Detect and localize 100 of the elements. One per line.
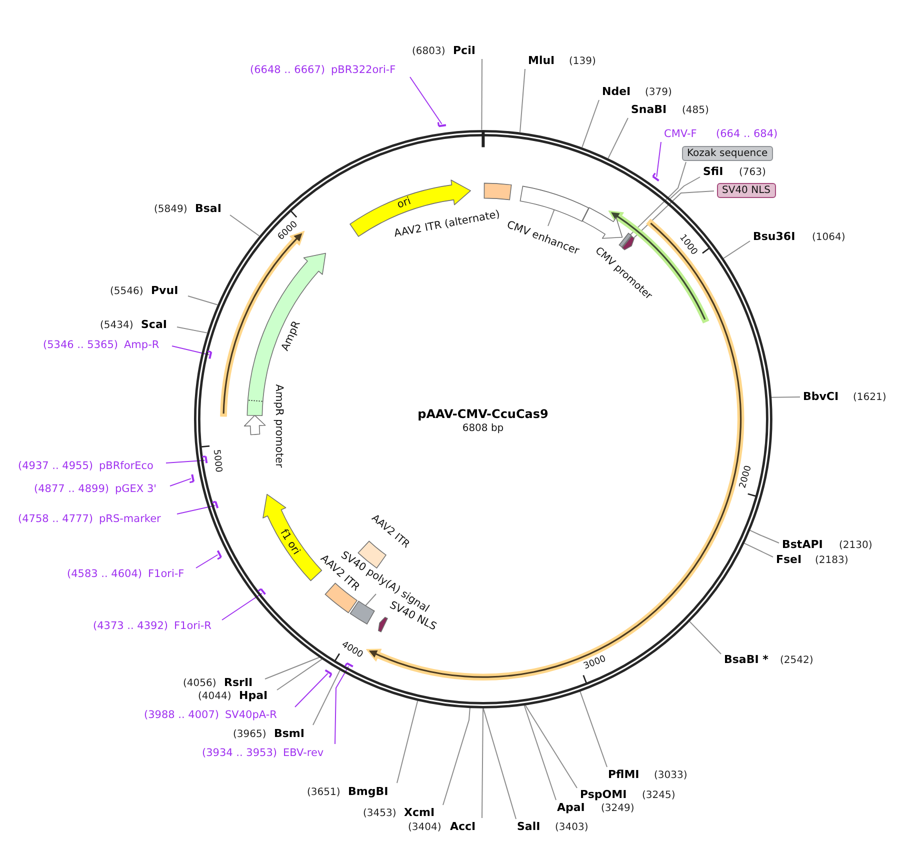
- leader-line: [656, 142, 662, 178]
- leader-line: [176, 326, 208, 334]
- leader-line: [442, 707, 470, 806]
- leader-line: [482, 708, 516, 820]
- enzyme-name: BmgBI: [348, 785, 388, 799]
- leader-line: [170, 478, 192, 486]
- leader-line: [744, 542, 774, 558]
- leader-line: [166, 460, 206, 464]
- enzyme-name: AccI: [450, 820, 476, 834]
- enzyme-name: BsmI: [274, 727, 304, 741]
- leader-line: [689, 620, 722, 654]
- enzyme-name: PflMI: [608, 768, 640, 782]
- cut-site-position: (3403): [555, 821, 588, 835]
- primer-position: (3934 .. 3953): [202, 746, 277, 760]
- enzyme-name: FseI: [776, 553, 802, 567]
- scale-label: 2000: [738, 464, 754, 490]
- cut-site-position: (763): [739, 166, 766, 180]
- enzyme-name: BbvCI: [803, 390, 839, 404]
- cut-site-position: (3453): [363, 807, 396, 821]
- feature-label: AmpR promoter: [273, 384, 285, 468]
- cut-site-position: (5849): [154, 203, 188, 217]
- primer-name: F1ori-R: [174, 619, 212, 633]
- leader-line: [334, 666, 350, 744]
- primer-position: (4758 .. 4777): [18, 512, 93, 526]
- primer-name: CMV-F: [664, 127, 697, 141]
- feature-label: Kozak sequence: [682, 146, 773, 161]
- primer-name: pRS-marker: [99, 512, 161, 526]
- cut-site-position: (4044): [198, 690, 232, 704]
- enzyme-name: PvuI: [151, 284, 178, 298]
- primer-position: (5346 .. 5365): [43, 338, 118, 352]
- leader-line: [524, 704, 578, 788]
- leader-line: [482, 708, 484, 818]
- cut-site-position: (3249): [601, 802, 634, 816]
- primer-name: SV40pA-R: [225, 708, 277, 722]
- leader-line: [172, 346, 210, 356]
- cut-site-position: (2183): [815, 554, 848, 568]
- plasmid-length: 6808 bp: [462, 423, 504, 435]
- cut-site-position: (139): [569, 55, 596, 69]
- feature-label: ori: [396, 195, 412, 211]
- leader-line: [548, 209, 555, 226]
- leader-line: [524, 704, 556, 800]
- leader-line: [608, 118, 628, 159]
- leader-line: [264, 656, 320, 680]
- enzyme-name: BsaBI *: [724, 653, 768, 667]
- enzyme-name: PciI: [453, 44, 476, 58]
- leader-line: [520, 68, 526, 133]
- leader-line: [294, 672, 328, 708]
- primer-position: (6648 .. 6667): [250, 63, 325, 77]
- primer-position: (664 .. 684): [716, 127, 778, 141]
- enzyme-name: MluI: [528, 54, 555, 68]
- cut-site-position: (1621): [853, 391, 886, 405]
- leader-line: [196, 554, 218, 568]
- cut-site-position: (4056): [183, 677, 216, 691]
- leader-line: [222, 592, 262, 620]
- primer-position: (4373 .. 4392): [93, 619, 168, 633]
- cut-site-position: (6803): [412, 45, 446, 59]
- cut-site-position: (5434): [100, 319, 134, 333]
- primer-name: pGEX 3': [115, 482, 157, 496]
- enzyme-name: ScaI: [141, 318, 167, 332]
- scale-label: 4000: [340, 639, 365, 660]
- leader-line: [312, 670, 340, 726]
- primer-name: Amp-R: [124, 338, 160, 352]
- enzyme-name: SnaBI: [631, 103, 667, 117]
- enzyme-name: HpaI: [239, 689, 268, 703]
- leader-line: [749, 530, 780, 544]
- enzyme-name: NdeI: [602, 85, 631, 99]
- leader-line: [723, 240, 750, 259]
- leader-line: [396, 700, 418, 784]
- cut-site-position: (379): [645, 86, 672, 100]
- enzyme-name: SfiI: [703, 165, 724, 179]
- cut-site-position: (3033): [654, 769, 688, 783]
- primer-position: (3988 .. 4007): [144, 708, 219, 722]
- feature-label: SV40 NLS: [717, 183, 776, 198]
- enzyme-name: ApaI: [557, 801, 585, 815]
- leader-line: [582, 100, 600, 148]
- leader-line: [276, 658, 322, 690]
- leader-line: [364, 594, 376, 606]
- leader-line: [481, 58, 482, 130]
- cut-site-position: (1064): [812, 231, 846, 245]
- cut-site-position: (2542): [780, 654, 814, 668]
- leader-line: [770, 396, 800, 398]
- primer-position: (4877 .. 4899): [34, 482, 109, 496]
- primer-position: (4937 .. 4955): [18, 459, 93, 473]
- leader-line: [580, 690, 608, 768]
- primer-name: F1ori-F: [148, 567, 184, 581]
- leader-line: [634, 190, 714, 238]
- cut-site-position: (3965): [233, 728, 266, 742]
- leader-line: [176, 505, 216, 514]
- enzyme-name: BsaI: [195, 202, 222, 216]
- leader-line: [630, 162, 686, 236]
- enzyme-name: RsrII: [224, 676, 253, 690]
- cut-site-position: (2130): [839, 539, 872, 553]
- enzyme-name: Bsu36I: [753, 230, 796, 244]
- cut-site-position: (5546): [110, 285, 144, 299]
- primer-name: EBV-rev: [283, 746, 324, 760]
- enzyme-name: SalI: [517, 820, 540, 834]
- cut-site-position: (3651): [307, 786, 340, 800]
- scale-label: 3000: [582, 654, 608, 672]
- enzyme-name: XcmI: [404, 806, 435, 820]
- primer-name: pBR322ori-F: [331, 63, 396, 77]
